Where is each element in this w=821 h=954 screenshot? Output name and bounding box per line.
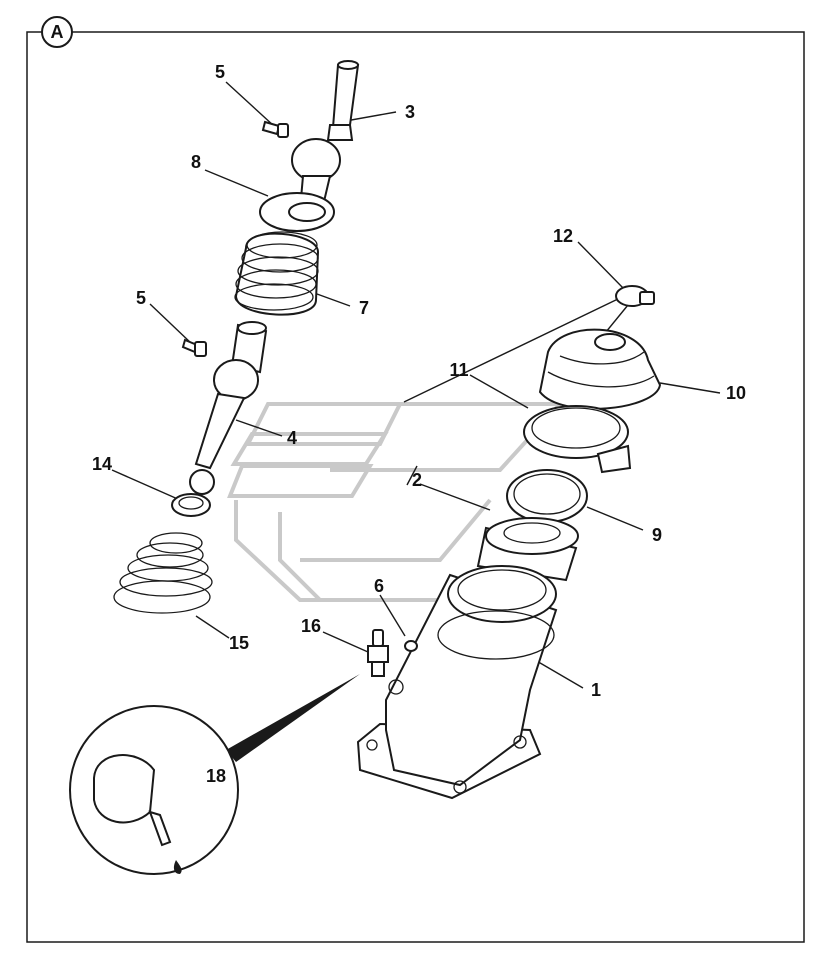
callout-9: 9 bbox=[652, 525, 662, 545]
part-6-plug bbox=[404, 640, 418, 652]
part-10-boot bbox=[538, 328, 662, 410]
view-label: A bbox=[51, 22, 64, 42]
part-12-clamp bbox=[615, 285, 655, 307]
callout-labels: 5 3 8 7 5 4 14 15 12 10 11 2 9 6 1 16 18 bbox=[92, 62, 746, 786]
part-18-detail-inset bbox=[69, 674, 360, 875]
part-5-bolt-lower bbox=[181, 338, 207, 357]
callout-5-upper: 5 bbox=[215, 62, 225, 82]
watermark-logo bbox=[227, 402, 565, 602]
callout-8: 8 bbox=[191, 152, 201, 172]
callout-12: 12 bbox=[553, 226, 573, 246]
callout-5-lower: 5 bbox=[136, 288, 146, 308]
part-14-ring bbox=[171, 493, 211, 517]
part-11-band-clamp bbox=[523, 405, 632, 474]
part-4-lower-lever bbox=[189, 321, 268, 495]
callout-14: 14 bbox=[92, 454, 112, 474]
part-1-housing bbox=[356, 565, 558, 800]
part-16-fitting bbox=[367, 629, 389, 677]
callout-4: 4 bbox=[287, 428, 297, 448]
part-15-conical-spring bbox=[113, 532, 213, 614]
view-badge bbox=[41, 16, 73, 48]
callout-11: 11 bbox=[449, 360, 468, 380]
callout-1: 1 bbox=[591, 680, 601, 700]
part-5-bolt-upper bbox=[261, 120, 289, 138]
part-9-snap-ring bbox=[506, 469, 588, 523]
part-7-spring bbox=[234, 231, 320, 316]
part-8-washer bbox=[259, 192, 335, 232]
callout-15: 15 bbox=[229, 633, 249, 653]
callout-18: 18 bbox=[206, 766, 226, 786]
callout-10: 10 bbox=[726, 383, 746, 403]
callout-7: 7 bbox=[359, 298, 369, 318]
callout-3: 3 bbox=[405, 102, 415, 122]
part-3-upper-lever bbox=[291, 60, 360, 211]
diagram-frame bbox=[26, 31, 805, 943]
callout-2: 2 bbox=[412, 470, 422, 490]
callout-6: 6 bbox=[374, 576, 384, 596]
callout-16: 16 bbox=[301, 616, 321, 636]
